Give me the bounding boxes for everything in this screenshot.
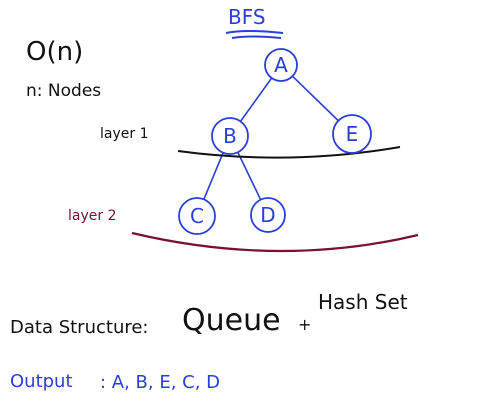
data-structure-plus: + — [298, 315, 311, 334]
node-circle — [178, 197, 216, 235]
nodes-group: A B E C D — [178, 48, 372, 235]
node-circle — [332, 114, 372, 154]
data-structure-set: Hash Set — [318, 290, 408, 314]
node-circle — [211, 117, 249, 155]
node-circle — [264, 48, 298, 82]
data-structure-queue: Queue — [182, 303, 281, 338]
node-label: E — [346, 122, 359, 146]
layer-1-line — [177, 146, 401, 159]
layer-2-label: layer 2 — [68, 208, 116, 224]
node-circle — [250, 197, 286, 233]
complexity-note: n: Nodes — [26, 81, 101, 101]
edge-a-b — [239, 77, 273, 122]
node-label: C — [190, 204, 204, 228]
edge-b-c — [203, 152, 224, 200]
node-a: A — [264, 48, 298, 82]
layer-2-line — [131, 231, 419, 253]
diagram-title: BFS — [228, 5, 266, 29]
layer-1-label: layer 1 — [100, 126, 148, 142]
node-e: E — [332, 114, 372, 154]
node-label: A — [274, 53, 288, 77]
edges-group — [203, 75, 339, 201]
edge-b-d — [237, 151, 262, 201]
node-d: D — [250, 197, 286, 233]
data-structure-label: Data Structure: — [10, 317, 149, 338]
node-label: D — [260, 203, 275, 227]
output-label: Output — [10, 371, 73, 392]
node-b: B — [211, 117, 249, 155]
output-value: : A, B, E, C, D — [100, 372, 220, 393]
complexity-label: O(n) — [26, 37, 83, 67]
node-c: C — [178, 197, 216, 235]
title-underline-1 — [225, 30, 284, 34]
edge-a-e — [291, 75, 339, 122]
node-label: B — [223, 124, 237, 148]
title-underline-2 — [231, 35, 282, 39]
